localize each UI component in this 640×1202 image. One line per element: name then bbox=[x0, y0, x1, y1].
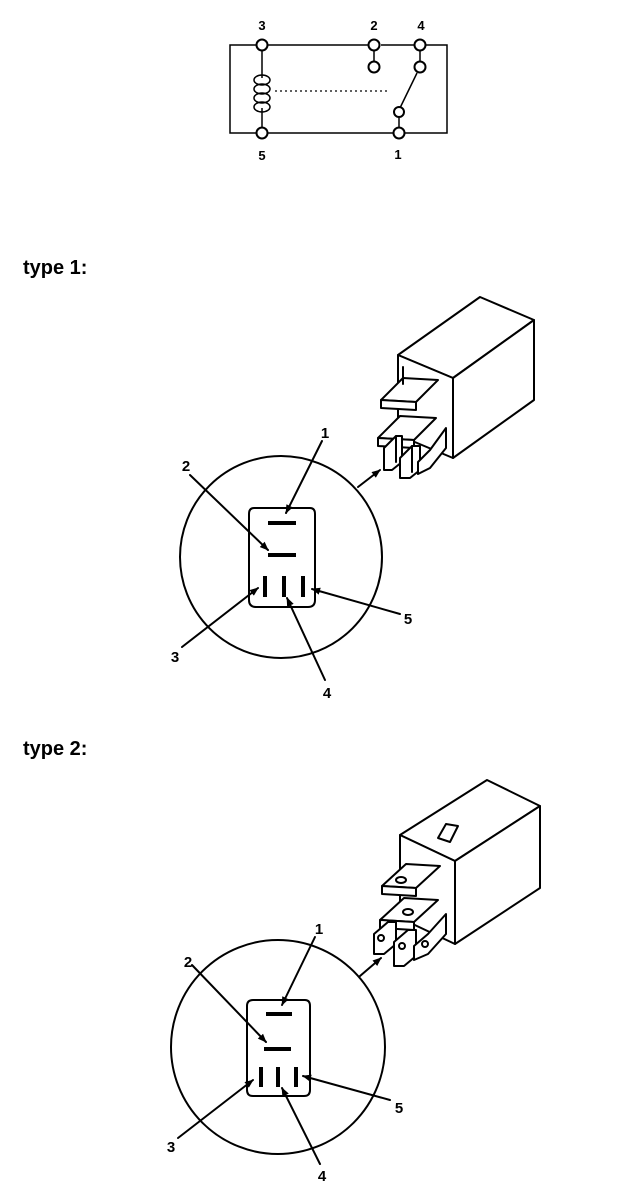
switch-arm bbox=[398, 72, 418, 111]
type-2-detail-circle bbox=[170, 939, 386, 1155]
relay-schematic: 3 2 4 5 1 bbox=[229, 18, 448, 163]
terminal-1 bbox=[392, 126, 406, 140]
type-1-view-arrow bbox=[357, 469, 381, 488]
type-1-leader-1 bbox=[285, 440, 323, 514]
type-1-callout-1: 1 bbox=[321, 425, 329, 442]
type-2-leader-5 bbox=[302, 1074, 391, 1101]
type-1-callout-2: 2 bbox=[182, 458, 190, 475]
relay-side-face bbox=[454, 805, 541, 945]
type-1-leader-4 bbox=[286, 597, 326, 681]
pin-label-3: 3 bbox=[258, 18, 265, 33]
type-2-view-arrow bbox=[359, 957, 382, 977]
type-2-callout-1: 1 bbox=[315, 921, 323, 938]
type-1-callout-3: 3 bbox=[171, 649, 179, 666]
terminal-4 bbox=[413, 38, 427, 52]
contact-2 bbox=[367, 60, 381, 74]
type-2-socket-view: 1 2 3 4 5 bbox=[167, 921, 403, 1185]
type-2-relay-icon bbox=[373, 779, 541, 967]
type-1-heading: type 1: bbox=[23, 257, 87, 279]
type-2-leader-3 bbox=[177, 1079, 254, 1139]
type-2-callout-2: 2 bbox=[184, 954, 192, 971]
type-2-leader-2 bbox=[191, 964, 267, 1043]
terminal-5 bbox=[255, 126, 269, 140]
coil-icon bbox=[253, 74, 271, 113]
schematic-frame-right bbox=[404, 44, 448, 134]
type-2-callout-3: 3 bbox=[167, 1139, 175, 1156]
contact-4 bbox=[413, 60, 427, 74]
type-1-leader-5 bbox=[311, 587, 401, 615]
type-1-relay-icon bbox=[377, 296, 535, 479]
terminal-2 bbox=[367, 38, 381, 52]
pin-label-5: 5 bbox=[258, 148, 265, 163]
relay-side-face bbox=[452, 319, 535, 459]
type-1-detail-circle bbox=[179, 455, 383, 659]
type-2-leader-1 bbox=[281, 936, 316, 1006]
type-1-leader-2 bbox=[189, 474, 269, 551]
type-2-leader-4 bbox=[281, 1087, 321, 1165]
pin-label-1: 1 bbox=[394, 147, 401, 162]
switch-pivot bbox=[393, 106, 405, 118]
type-1-socket-view: 1 2 3 4 5 bbox=[171, 425, 412, 702]
type-1-callout-5: 5 bbox=[404, 611, 412, 628]
type-2-heading: type 2: bbox=[23, 738, 87, 760]
schematic-frame-left bbox=[229, 44, 262, 134]
pin-label-2: 2 bbox=[370, 18, 377, 33]
type-1-leader-3 bbox=[181, 587, 259, 648]
type-2-callout-5: 5 bbox=[395, 1100, 403, 1117]
type-1-callout-4: 4 bbox=[323, 685, 332, 702]
terminal-3 bbox=[255, 38, 269, 52]
type-2-callout-4: 4 bbox=[318, 1168, 327, 1185]
pin-label-4: 4 bbox=[417, 18, 425, 33]
